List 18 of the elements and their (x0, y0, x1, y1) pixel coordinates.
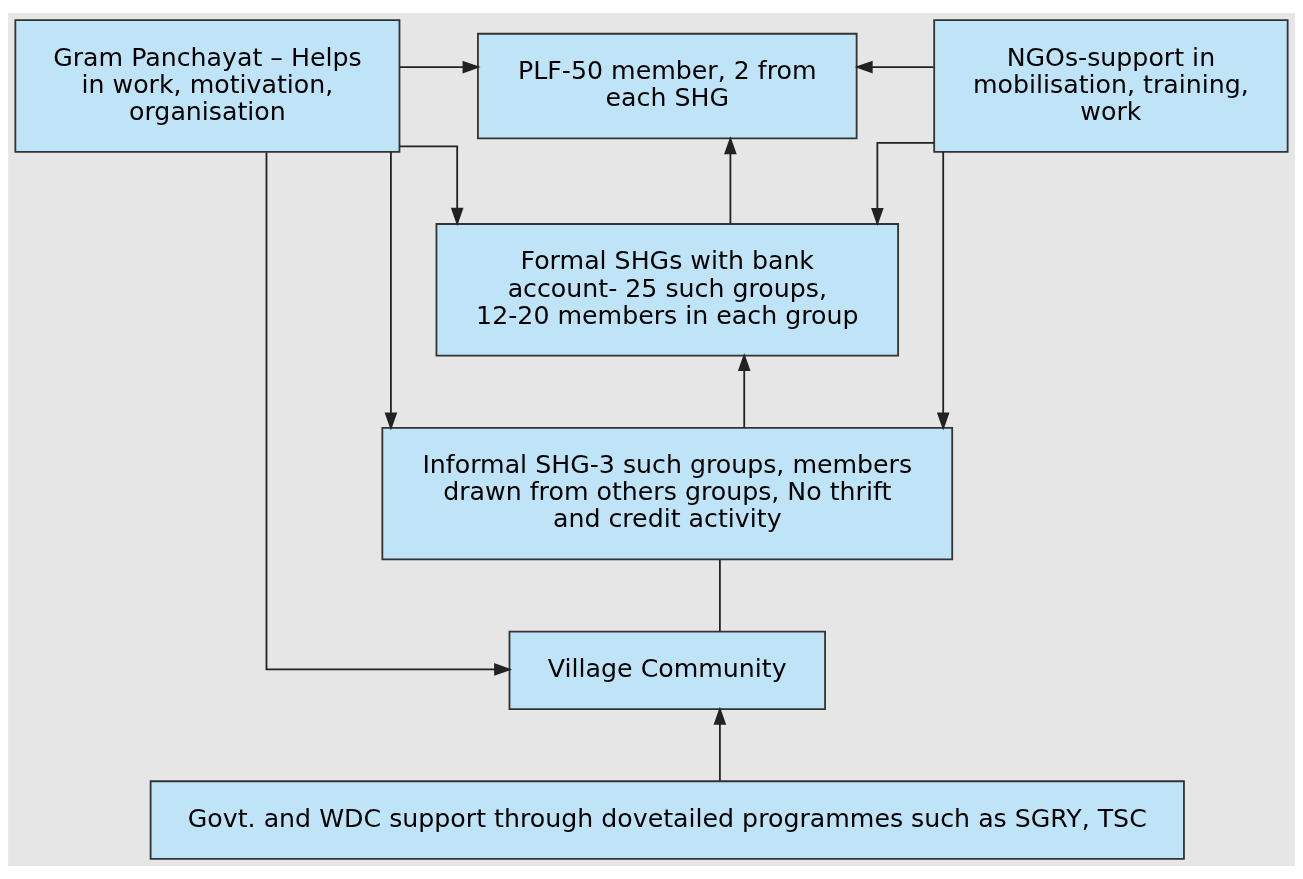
arrow (854, 60, 935, 74)
node-box: Informal SHG-3 such groups, members drawn from others groups, No thrift and credit activity (381, 426, 954, 561)
arrow (265, 151, 513, 676)
arrow (398, 60, 481, 74)
arrow (384, 151, 398, 431)
arrow (871, 141, 935, 226)
node-box: PLF-50 member, 2 from each SHG (477, 32, 858, 140)
node-box: Gram Panchayat – Helps in work, motivation, organisation (14, 19, 401, 153)
node-box: NGOs-support in mobilisation, training, work (933, 19, 1289, 153)
arrow (936, 151, 950, 431)
node-box: Govt. and WDC support through dovetailed programmes such as SGRY, TSC (149, 780, 1185, 860)
connector (719, 558, 721, 632)
node-box: Formal SHGs with bank account- 25 such groups, 12-20 members in each group (435, 223, 899, 357)
arrow (713, 706, 727, 782)
node-box: Village Community (508, 630, 826, 710)
arrow (724, 136, 737, 225)
arrow (737, 352, 751, 429)
arrow (399, 145, 464, 226)
